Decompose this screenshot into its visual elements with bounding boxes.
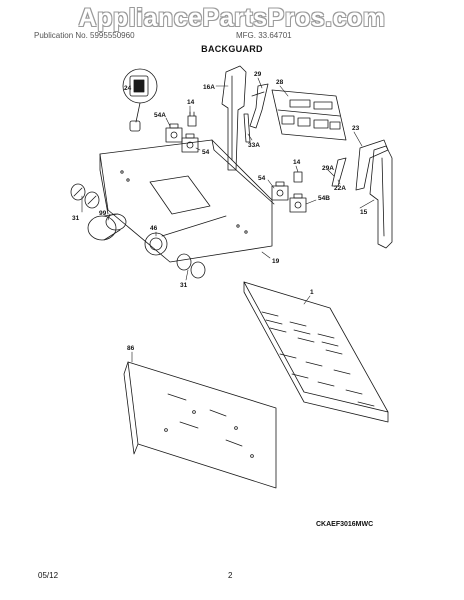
part-28-control-board <box>271 89 347 141</box>
part-54-switch <box>181 133 199 153</box>
part-54a-switch <box>165 123 183 143</box>
label-46: 46 <box>150 225 158 232</box>
part-14-clip <box>187 111 197 127</box>
part-15-bracket <box>369 145 393 249</box>
label-14: 14 <box>187 99 195 106</box>
label-19: 19 <box>272 258 280 265</box>
label-16a: 16A <box>203 84 215 91</box>
model-code: CKAEF3016MWC <box>316 521 374 528</box>
label-15: 15 <box>360 209 368 216</box>
part-1-back-panel <box>243 281 389 423</box>
label-28: 28 <box>276 79 284 86</box>
part-31-knob-upper <box>70 183 100 209</box>
part-86-bracket <box>123 361 277 489</box>
label-54a: 54A <box>154 112 166 119</box>
part-labels: 24 16A 29 28 14 54A 54 33A 23 14 29A 54 … <box>72 71 368 352</box>
page-number: 2 <box>228 571 233 580</box>
label-54: 54 <box>202 149 210 156</box>
part-99-timer <box>87 213 127 241</box>
part-16a-bracket <box>221 65 247 171</box>
label-1: 1 <box>310 289 314 296</box>
part-29a-bracket <box>331 157 347 187</box>
publication-number: Publication No. 5995550960 <box>34 31 135 40</box>
label-33a: 33A <box>248 142 260 149</box>
label-24: 24 <box>124 85 132 92</box>
label-31-lower: 31 <box>180 282 188 289</box>
label-29a: 29A <box>322 165 334 172</box>
backguard-panel <box>99 139 275 263</box>
section-title: BACKGUARD <box>201 44 263 54</box>
part-54-switch-lower <box>271 181 289 201</box>
part-14-clip-lower <box>293 171 303 183</box>
part-23-bracket <box>355 139 389 191</box>
part-31-knob-lower <box>176 253 206 279</box>
label-23: 23 <box>352 125 360 132</box>
label-99: 99 <box>99 210 107 217</box>
label-31-upper: 31 <box>72 215 80 222</box>
part-54b-switch <box>289 193 307 213</box>
manufacturer-number: MFG. 33.64701 <box>236 31 292 40</box>
label-54-lower: 54 <box>258 175 266 182</box>
label-86: 86 <box>127 345 135 352</box>
footer-date: 05/12 <box>38 571 59 580</box>
label-54b: 54B <box>318 195 330 202</box>
part-24-switch <box>122 68 158 132</box>
label-22a: 22A <box>334 185 346 192</box>
part-29-bracket <box>249 83 269 129</box>
watermark: AppliancePartsPros.com <box>78 4 386 32</box>
label-29: 29 <box>254 71 262 78</box>
leader-lines <box>81 77 375 363</box>
part-33a-strip <box>243 113 251 143</box>
part-46-knob <box>144 215 227 256</box>
label-14-lower: 14 <box>293 159 301 166</box>
